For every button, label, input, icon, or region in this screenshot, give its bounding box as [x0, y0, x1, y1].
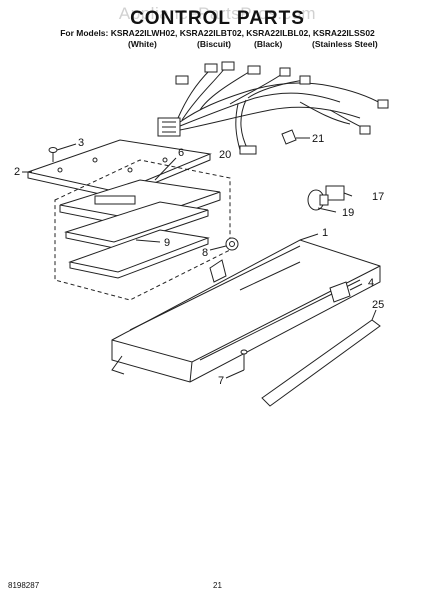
variant-black: (Black)	[254, 39, 283, 49]
callout-7: 7	[218, 375, 224, 387]
light-bulb	[307, 189, 337, 213]
variant-stainless: (Stainless Steel)	[312, 39, 378, 49]
models-line: For Models: KSRA22ILWH02, KSRA22ILBT02, …	[60, 28, 375, 38]
screw	[48, 143, 77, 162]
trim-strip	[261, 309, 381, 407]
watermark: AppliancePartsPros.com	[118, 4, 317, 23]
grommet	[209, 237, 239, 251]
page-title: CONTROL PARTS	[130, 8, 305, 29]
housing-screw	[225, 349, 248, 379]
callout-8: 8	[202, 247, 208, 259]
lamp-socket	[325, 185, 353, 201]
control-housing	[111, 233, 381, 383]
callout-20: 20	[219, 149, 231, 161]
callout-3: 3	[78, 137, 84, 149]
callout-17: 17	[372, 191, 384, 203]
callout-2: 2	[14, 166, 20, 178]
callout-25: 25	[372, 299, 384, 311]
bracket	[329, 281, 363, 303]
callout-6: 6	[178, 147, 184, 159]
callout-1: 1	[322, 227, 328, 239]
callout-21: 21	[312, 133, 324, 145]
page-number: 21	[213, 581, 222, 590]
control-board	[59, 179, 221, 229]
callout-4: 4	[368, 277, 374, 289]
document-number: 8198287	[8, 581, 40, 590]
variant-white: (White)	[128, 39, 157, 49]
wire-clip	[281, 129, 310, 145]
wire-harness	[157, 61, 389, 155]
callout-9: 9	[164, 237, 170, 249]
callout-19: 19	[342, 207, 354, 219]
variant-biscuit: (Biscuit)	[197, 39, 231, 49]
membrane-panel	[64, 201, 210, 279]
